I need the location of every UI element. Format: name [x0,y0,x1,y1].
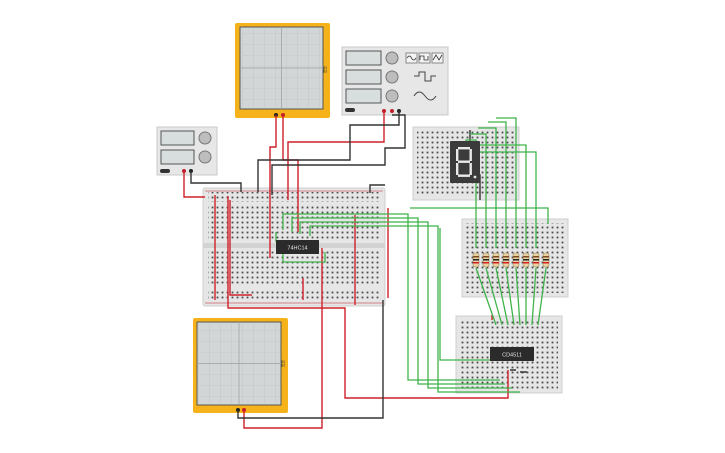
seven-segment-display[interactable] [450,141,480,183]
chip-74hc14-label: 74HC14 [287,246,307,252]
knob-icon[interactable] [385,51,399,65]
square-wave-icon[interactable] [418,52,431,64]
knob-icon[interactable] [385,70,399,84]
probe-icon: ≡≡ [279,360,285,368]
resistor-array[interactable] [472,252,550,268]
svg-text:≡≡: ≡≡ [321,66,327,74]
red-wires[interactable] [183,111,509,429]
green-wires[interactable] [275,117,549,393]
knob-icon[interactable] [198,131,212,145]
power-supply[interactable] [156,126,218,176]
oscilloscope-bottom[interactable]: ≡≡ [193,318,288,413]
chip-74hc14[interactable]: 74HC14 [276,240,319,254]
sine-wave-icon[interactable] [405,52,418,64]
chip-cd4511[interactable]: CD4511 [490,347,534,373]
probe-icon: ≡≡ [321,66,327,74]
knob-icon[interactable] [198,150,212,164]
knob-icon[interactable] [385,89,399,103]
function-generator[interactable] [341,46,449,116]
triangle-wave-icon[interactable] [431,52,444,64]
oscilloscope-top[interactable]: ≡≡ [235,23,330,118]
svg-text:≡≡: ≡≡ [279,360,285,368]
chip-cd4511-label: CD4511 [502,353,522,359]
